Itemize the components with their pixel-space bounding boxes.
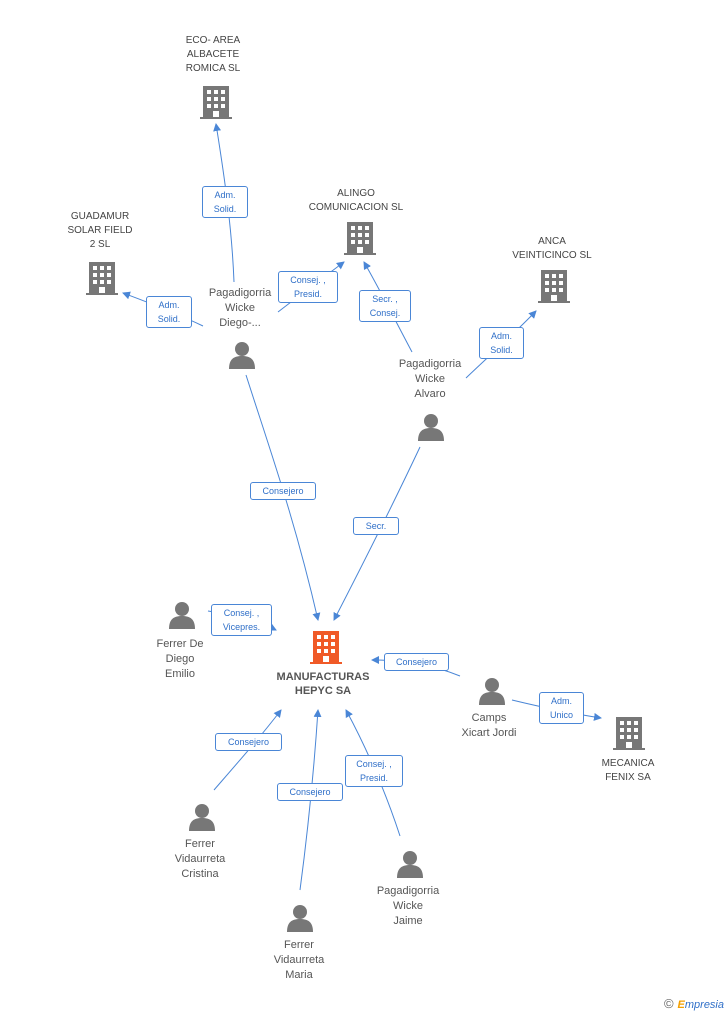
edge-label-cristina-main: Consejero [215, 733, 282, 751]
person-label-cristina[interactable]: Ferrer Vidaurreta Cristina [174, 838, 226, 880]
person-icon [418, 414, 444, 441]
building-icon [86, 262, 118, 295]
edge-label-alvaro-anca: Adm. Solid. [479, 327, 524, 359]
building-icon [310, 631, 342, 664]
company-label-mecanica[interactable]: MECANICA FENIX SA [601, 758, 655, 783]
person-label-emilio[interactable]: Ferrer De Diego Emilio [156, 638, 204, 680]
copyright-symbol: © [663, 996, 674, 1011]
edge-label-camps-main: Consejero [384, 653, 449, 671]
edge-label-diego-alingo: Consej. , Presid. [278, 271, 338, 303]
watermark[interactable]: ©Empresia [664, 996, 724, 1011]
company-label-anca[interactable]: ANCA VEINTICINCO SL [512, 236, 592, 261]
edge-label-alvaro-alingo: Secr. , Consej. [359, 290, 411, 322]
edge-label-maria-main: Consejero [277, 783, 343, 801]
person-label-alvaro[interactable]: Pagadigorria Wicke Alvaro [398, 358, 462, 400]
company-label-guadamur[interactable]: GUADAMUR SOLAR FIELD 2 SL [67, 211, 133, 250]
person-icon [189, 804, 215, 831]
person-icon [169, 602, 195, 629]
edge-label-diego-guadamur: Adm. Solid. [146, 296, 192, 328]
company-label-eco[interactable]: ECO- AREA ALBACETE ROMICA SL [185, 35, 241, 74]
person-label-jaime[interactable]: Pagadigorria Wicke Jaime [376, 885, 440, 927]
company-label-main[interactable]: MANUFACTURAS HEPYC SA [276, 671, 370, 697]
edge-label-jaime-main: Consej. , Presid. [345, 755, 403, 787]
person-label-camps[interactable]: Camps Xicart Jordi [461, 712, 517, 739]
building-icon [613, 717, 645, 750]
brand-name: mpresia [684, 999, 724, 1011]
edge-label-alvaro-main: Secr. [353, 517, 399, 535]
edge-label-diego-main: Consejero [250, 482, 316, 500]
person-icon [479, 678, 505, 705]
person-icon [397, 851, 423, 878]
person-icon [287, 905, 313, 932]
company-label-alingo[interactable]: ALINGO COMUNICACION SL [308, 188, 404, 213]
brand-initial: E [677, 999, 685, 1011]
person-label-diego[interactable]: Pagadigorria Wicke Diego-... [208, 287, 272, 329]
building-icon [200, 86, 232, 119]
edge-label-camps-mecanica: Adm. Unico [539, 692, 584, 724]
edge-label-diego-eco: Adm. Solid. [202, 186, 248, 218]
edge-label-emilio-main: Consej. , Vicepres. [211, 604, 272, 636]
person-icon [229, 342, 255, 369]
building-icon [344, 222, 376, 255]
building-icon [538, 270, 570, 303]
person-label-maria[interactable]: Ferrer Vidaurreta Maria [273, 939, 325, 981]
